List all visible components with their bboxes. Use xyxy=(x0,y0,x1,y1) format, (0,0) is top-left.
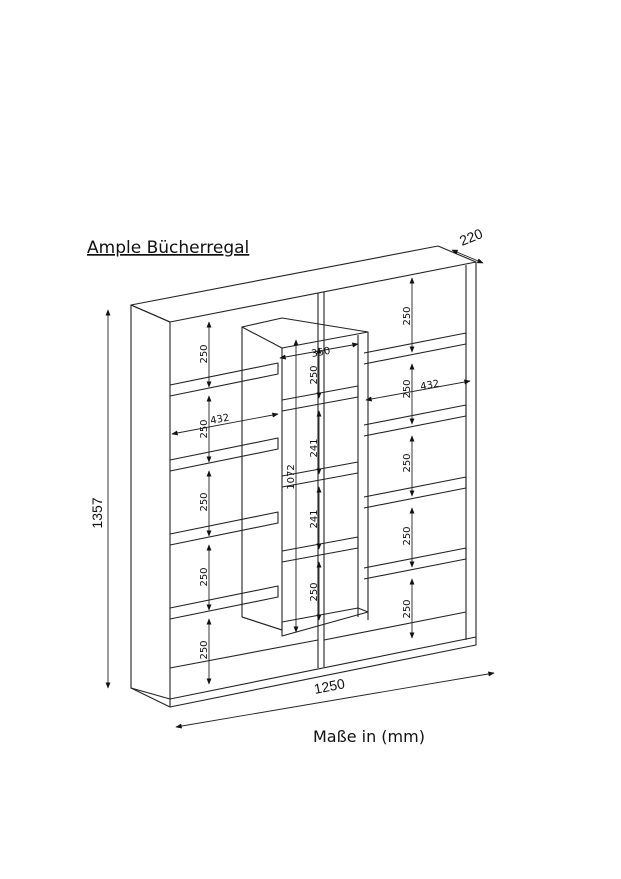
right-shelf-4-label: 250 xyxy=(402,526,413,545)
left-shelf-4-label: 250 xyxy=(199,567,210,586)
depth-label: 220 xyxy=(457,225,485,249)
left-shelf-5-label: 250 xyxy=(199,640,210,659)
right-width-label: 432 xyxy=(419,379,440,393)
center-column xyxy=(241,317,369,637)
dimension-lines xyxy=(105,249,495,729)
column-width-label: 350 xyxy=(311,346,332,360)
height-label: 1357 xyxy=(89,497,105,528)
column-shelf-2-label: 241 xyxy=(309,438,320,457)
bottom-panel xyxy=(169,636,477,708)
column-shelf-3-label: 241 xyxy=(309,509,320,528)
right-shelf-2-label: 250 xyxy=(402,379,413,398)
units-note: Maße in (mm) xyxy=(313,727,425,746)
right-shelf-3-label: 250 xyxy=(402,453,413,472)
left-shelf-2-label: 250 xyxy=(199,419,210,438)
drawing-title: Ample Bücherregal xyxy=(87,238,249,258)
right-shelf-1-label: 250 xyxy=(402,306,413,325)
right-shelf-5-label: 250 xyxy=(402,599,413,618)
column-shelf-1-label: 250 xyxy=(309,365,320,384)
left-shelves xyxy=(169,362,319,669)
dimension-labels: 220 1357 1250 250 250 250 250 250 432 35… xyxy=(89,225,485,697)
left-width-label: 432 xyxy=(209,413,230,427)
column-height-label: 1072 xyxy=(286,464,297,489)
width-label: 1250 xyxy=(313,675,347,697)
left-shelf-3-label: 250 xyxy=(199,492,210,511)
right-shelves xyxy=(323,332,467,641)
left-side-panel xyxy=(130,304,171,700)
left-shelf-1-label: 250 xyxy=(199,344,210,363)
column-shelf-4-label: 250 xyxy=(309,582,320,601)
bookshelf-outline xyxy=(130,245,477,708)
